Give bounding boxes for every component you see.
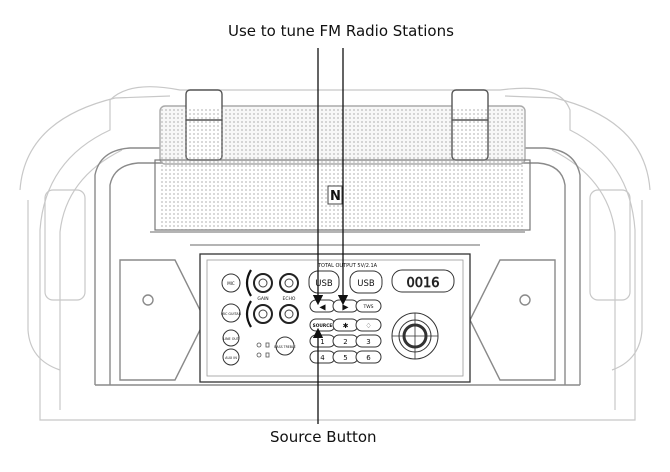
svg-text:AUX IN: AUX IN <box>225 356 237 360</box>
usb-port-right[interactable]: USB <box>349 270 383 294</box>
guitar-gain-knob[interactable] <box>245 300 273 328</box>
usb-port-left[interactable]: USB <box>308 270 340 294</box>
svg-text:3: 3 <box>366 338 370 346</box>
svg-text:MIC: MIC <box>227 281 235 286</box>
tune-arrows <box>312 48 349 306</box>
svg-text:MIC GUITAR: MIC GUITAR <box>221 312 242 316</box>
svg-text:◀: ◀ <box>319 303 326 312</box>
line-out-jack[interactable]: LINE OUT <box>222 329 240 347</box>
preset-button-3[interactable]: 3 <box>355 334 382 348</box>
source-callout-label: Source Button <box>270 428 377 446</box>
preset-button-6[interactable]: 6 <box>355 350 382 364</box>
preset-button-5[interactable]: 5 <box>332 350 359 364</box>
led-display: 0016 <box>391 269 455 293</box>
svg-text:BASS TREBLE: BASS TREBLE <box>274 345 296 349</box>
mic-guitar-button[interactable]: MIC GUITAR <box>221 303 242 323</box>
light-button[interactable]: ♢ <box>355 318 382 332</box>
bluetooth-button[interactable]: ✱ <box>332 318 359 332</box>
echo-knob[interactable] <box>279 273 299 293</box>
guitar-echo-knob[interactable] <box>279 304 299 324</box>
gain-label: GAIN <box>257 296 268 302</box>
preset-button-4[interactable]: 4 <box>309 350 336 364</box>
source-button[interactable]: SOURCE <box>309 318 336 332</box>
svg-text:0016: 0016 <box>406 276 439 291</box>
speaker-body-outline <box>19 86 651 421</box>
preset-button-1[interactable]: 1 <box>309 334 336 348</box>
bluetooth-icon: ✱ <box>343 322 349 330</box>
svg-text:USB: USB <box>357 279 375 289</box>
svg-text:4: 4 <box>320 354 325 362</box>
svg-text:TWS: TWS <box>362 304 373 310</box>
preset-button-2[interactable]: 2 <box>332 334 359 348</box>
brand-logo: N <box>330 189 341 204</box>
tws-button[interactable]: TWS <box>355 299 382 313</box>
svg-text:5: 5 <box>343 354 347 362</box>
svg-text:6: 6 <box>366 354 371 362</box>
svg-text:▶: ▶ <box>342 303 349 312</box>
light-bulb-icon: ♢ <box>365 322 371 330</box>
shelf-lines <box>150 231 525 246</box>
indicator-leds <box>256 342 270 358</box>
volume-dial[interactable] <box>391 312 439 360</box>
mic-gain-knob[interactable] <box>245 269 273 297</box>
svg-text:2: 2 <box>343 338 347 346</box>
svg-text:SOURCE: SOURCE <box>313 323 333 329</box>
output-label: TOTAL OUTPUT 5V/2.1A <box>317 263 378 269</box>
echo-label: ECHO <box>283 296 296 302</box>
tune-callout-label: Use to tune FM Radio Stations <box>228 22 454 40</box>
prev-button[interactable]: ◀ <box>309 299 336 313</box>
bass-treble-button[interactable]: BASS TREBLE <box>274 336 296 356</box>
svg-text:USB: USB <box>315 279 333 289</box>
svg-text:LINE OUT: LINE OUT <box>223 337 240 341</box>
aux-in-jack[interactable]: AUX IN <box>222 348 240 366</box>
next-button[interactable]: ▶ <box>332 299 359 313</box>
svg-text:1: 1 <box>320 338 324 346</box>
mic-button[interactable]: MIC <box>221 273 241 293</box>
